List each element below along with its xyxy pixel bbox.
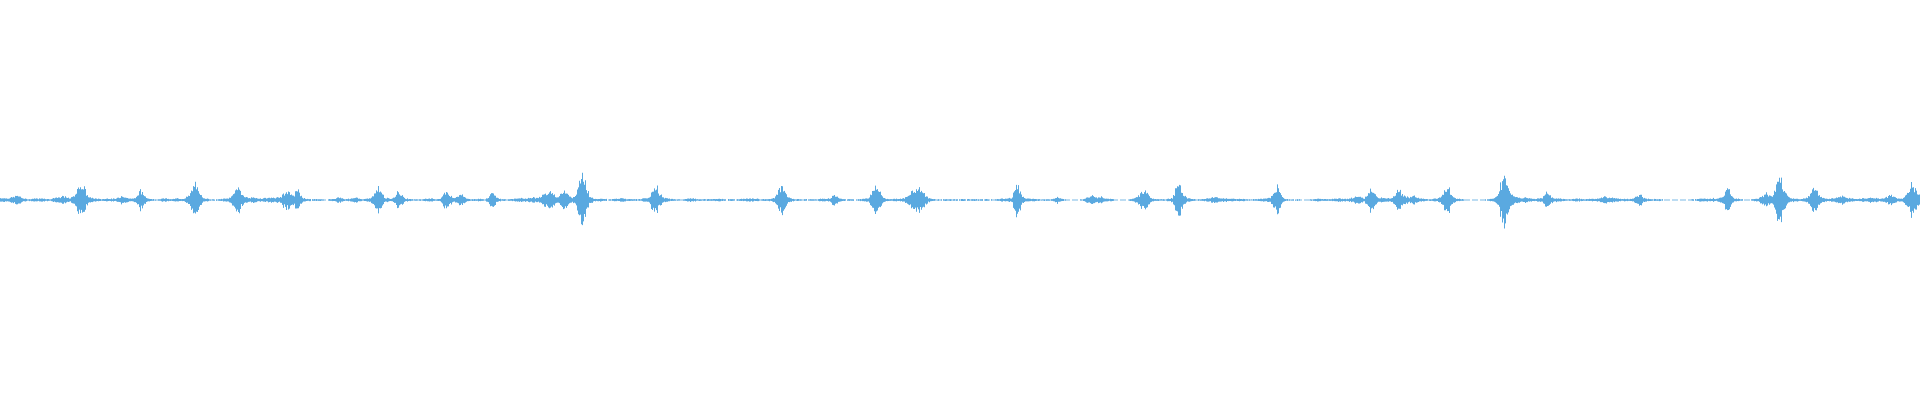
waveform-bars <box>0 172 1920 229</box>
